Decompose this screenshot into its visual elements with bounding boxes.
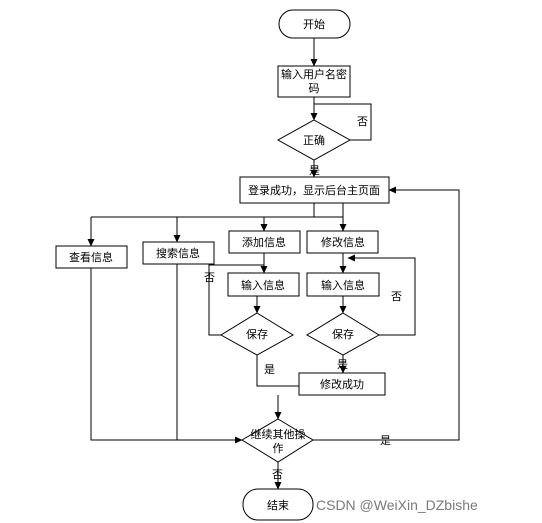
label-add-info: 添加信息 bbox=[242, 235, 286, 249]
label-login-success: 登录成功，显示后台主页面 bbox=[248, 183, 380, 197]
node-start bbox=[278, 9, 351, 39]
label-edit-success: 修改成功 bbox=[320, 377, 364, 391]
edge-add-save-no-loop bbox=[208, 264, 264, 336]
watermark: CSDN @WeiXin_DZbishe bbox=[316, 497, 478, 513]
node-add-info bbox=[228, 230, 301, 254]
node-edit-input bbox=[306, 272, 380, 297]
node-input-credentials bbox=[277, 65, 351, 98]
node-login-success bbox=[239, 176, 390, 204]
label-add-input: 输入信息 bbox=[241, 278, 285, 292]
node-edit-info bbox=[306, 230, 379, 254]
label-search-info: 搜索信息 bbox=[156, 246, 200, 260]
edge-label-edit-save-yes: 是 bbox=[337, 358, 348, 371]
edge-label-add-save-no: 否 bbox=[204, 271, 215, 284]
label-edit-save: 保存 bbox=[332, 327, 354, 341]
label-view-info: 查看信息 bbox=[69, 250, 113, 264]
edge-label-correct-no: 否 bbox=[357, 115, 368, 128]
node-add-input bbox=[227, 272, 300, 297]
label-continue-1: 继续其他操 bbox=[251, 427, 306, 441]
edge-label-correct-yes: 是 bbox=[309, 164, 320, 177]
node-edit-save-diamond bbox=[306, 312, 380, 356]
edge-view-continue bbox=[90, 268, 243, 444]
label-correct: 正确 bbox=[303, 134, 325, 147]
edge-label-add-save-yes: 是 bbox=[264, 363, 275, 376]
label-add-save: 保存 bbox=[246, 327, 268, 341]
node-continue-diamond bbox=[241, 418, 314, 463]
edge-label-continue-yes: 是 bbox=[380, 434, 391, 447]
node-edit-success bbox=[298, 372, 386, 396]
edge-label-edit-save-no: 否 bbox=[391, 290, 402, 303]
label-start: 开始 bbox=[303, 17, 325, 31]
label-edit-input: 输入信息 bbox=[321, 278, 365, 292]
edge-edit-save-no-loop bbox=[347, 254, 416, 336]
label-end: 结束 bbox=[267, 499, 289, 512]
node-add-save-diamond bbox=[220, 312, 294, 356]
label-edit-info: 修改信息 bbox=[321, 235, 365, 249]
edge-add-save-yes bbox=[256, 355, 299, 387]
edge-continue-yes bbox=[313, 186, 460, 441]
edge-label-continue-no: 否 bbox=[272, 468, 283, 481]
node-view-info bbox=[55, 245, 128, 269]
label-input-credentials-1: 输入用户名密 bbox=[281, 67, 347, 81]
label-input-credentials-2: 码 bbox=[309, 82, 320, 95]
edge-correct-no-loop bbox=[314, 103, 372, 141]
label-continue-2: 作 bbox=[273, 442, 284, 455]
node-search-info bbox=[142, 241, 215, 265]
node-correct-diamond bbox=[276, 119, 352, 161]
node-end bbox=[242, 488, 314, 521]
